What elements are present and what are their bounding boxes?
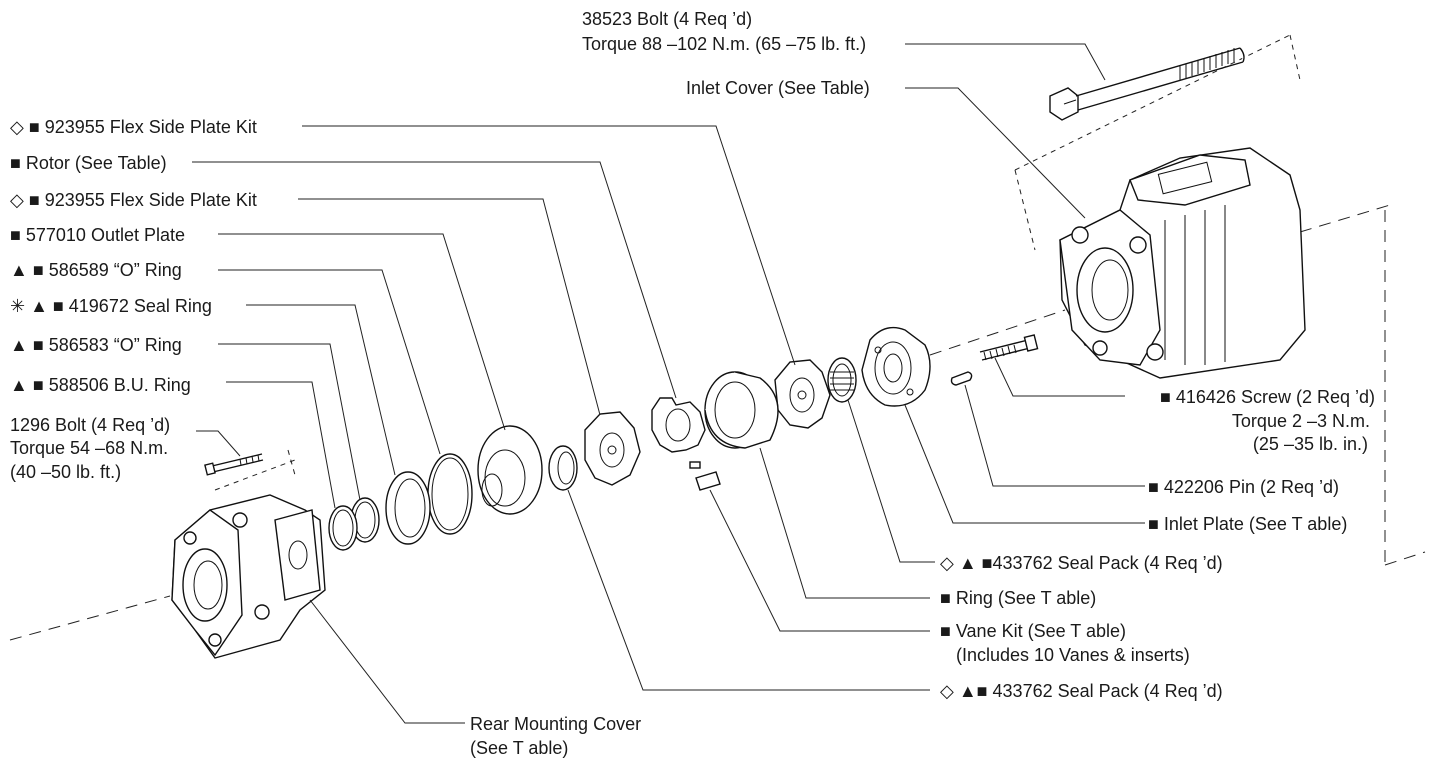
pin-422206-part (950, 371, 973, 386)
bolt-38523-part (1049, 47, 1245, 121)
flex-side-plate-upper-part (774, 359, 831, 429)
label-ring: ■ Ring (See T able) (940, 588, 1096, 608)
label-bolt-38523-qty: 38523 Bolt (4 Req ’d) (582, 9, 752, 29)
label-bolt-1296-torque-lbft: (40 –50 lb. ft.) (10, 462, 121, 482)
label-inlet-cover: Inlet Cover (See Table) (686, 78, 870, 98)
label-seal-ring-419672: ✳ ▲ ■ 419672 Seal Ring (10, 296, 212, 316)
label-flex-side-plate-kit-lower: ◇ ■ 923955 Flex Side Plate Kit (10, 190, 257, 210)
o-ring-586589-part (427, 453, 473, 535)
centerline (9, 34, 1426, 641)
label-seal-pack-upper: ◇ ▲ ■433762 Seal Pack (4 Req ’d) (940, 553, 1223, 573)
seal-ring-419672-part (385, 471, 431, 545)
inlet-plate-part (861, 326, 931, 407)
label-o-ring-586583: ▲ ■ 586583 “O” Ring (10, 335, 182, 355)
label-bolt-1296-torque: Torque 54 –68 N.m. (10, 438, 168, 458)
label-rotor: ■ Rotor (See Table) (10, 153, 167, 173)
label-rear-mounting-cover: Rear Mounting Cover (470, 714, 641, 734)
rotor-part (651, 397, 706, 453)
seal-pack-upper-part (827, 357, 857, 403)
label-bolt-38523-torque: Torque 88 –102 N.m. (65 –75 lb. ft.) (582, 34, 866, 54)
label-outlet-plate: ■ 577010 Outlet Plate (10, 225, 185, 245)
rear-mounting-cover-part (171, 494, 326, 659)
label-o-ring-586589: ▲ ■ 586589 “O” Ring (10, 260, 182, 280)
flex-side-plate-lower-part (584, 411, 641, 486)
screw-416426-part (979, 334, 1039, 361)
outlet-plate-part (477, 425, 543, 515)
label-seal-pack-lower: ◇ ▲■ 433762 Seal Pack (4 Req ’d) (940, 681, 1223, 701)
inlet-cover-part (1059, 147, 1306, 379)
label-pin-422206: ■ 422206 Pin (2 Req ’d) (1148, 477, 1339, 497)
vane-kit-part (689, 461, 721, 491)
label-vane-kit: ■ Vane Kit (See T able) (940, 621, 1126, 641)
bu-ring-588506-part (328, 505, 358, 551)
label-screw-416426-torque: Torque 2 –3 N.m. (1232, 411, 1370, 431)
ring-part (704, 371, 779, 449)
label-vane-kit-includes: (Includes 10 Vanes & inserts) (956, 645, 1190, 665)
label-flex-side-plate-kit-upper: ◇ ■ 923955 Flex Side Plate Kit (10, 117, 257, 137)
label-screw-416426-torque-lbin: (25 –35 lb. in.) (1253, 434, 1368, 454)
label-bolt-1296-qty: 1296 Bolt (4 Req ’d) (10, 415, 170, 435)
label-inlet-plate: ■ Inlet Plate (See T able) (1148, 514, 1347, 534)
bolt-1296-part (204, 453, 264, 476)
label-bu-ring-588506: ▲ ■ 588506 B.U. Ring (10, 375, 191, 395)
label-screw-416426-qty: ■ 416426 Screw (2 Req ’d) (1160, 387, 1375, 407)
leader-lines (192, 43, 1145, 724)
label-rear-mounting-cover-see-table: (See T able) (470, 738, 568, 758)
seal-pack-lower-part (548, 445, 578, 491)
